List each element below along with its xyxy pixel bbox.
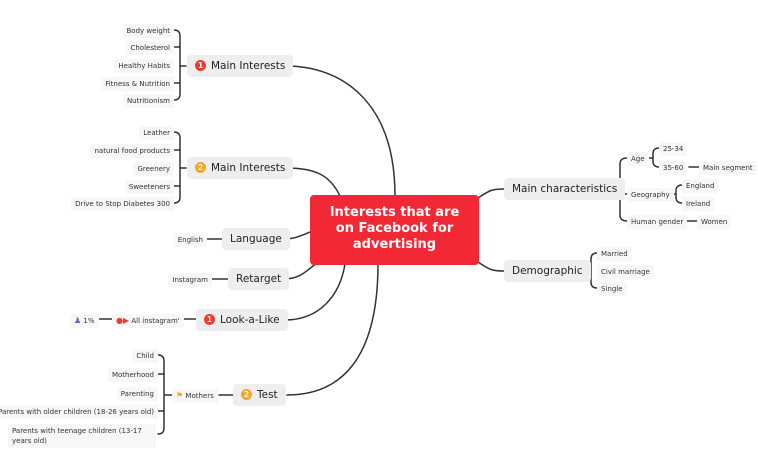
- leaf-instagram[interactable]: Instagram: [168, 273, 212, 287]
- leaf-civil-marriage[interactable]: Civil marriage: [597, 265, 654, 279]
- priority-2-icon: 2: [195, 161, 206, 173]
- leaf-body-weight[interactable]: Body weight: [122, 24, 174, 38]
- priority-flag-icon: ●▶: [116, 316, 130, 325]
- priority-1-icon: 1: [204, 313, 215, 325]
- leaf-greenery[interactable]: Greenery: [133, 162, 174, 176]
- language-label: Language: [230, 233, 282, 245]
- leaf-child[interactable]: Child: [132, 349, 158, 363]
- leaf-married[interactable]: Married: [597, 247, 632, 261]
- leaf-fitness-nutrition[interactable]: Fitness & Nutrition: [101, 77, 174, 91]
- lookalike-label: Look-a-Like: [220, 314, 280, 326]
- leaf-age-35-60[interactable]: 35-60: [659, 161, 688, 175]
- priority-2-icon: 2: [241, 388, 252, 400]
- leaf-main-segment[interactable]: Main segment: [699, 161, 757, 175]
- leaf-single[interactable]: Single: [597, 282, 627, 296]
- leaf-nutritionism[interactable]: Nutritionism: [122, 94, 174, 108]
- leaf-healthy-habits[interactable]: Healthy Habits: [114, 59, 174, 73]
- demographic-node[interactable]: Demographic: [504, 260, 591, 282]
- leaf-sweeteners[interactable]: Sweeteners: [124, 180, 174, 194]
- main-characteristics-node[interactable]: Main characteristics: [504, 178, 626, 200]
- leaf-all-instagram[interactable]: ●▶ All instagram': [112, 314, 184, 328]
- leaf-human-gender[interactable]: Human gender: [627, 215, 688, 229]
- leaf-cholesterol[interactable]: Cholesterol: [126, 41, 174, 55]
- main-interests-1-label: Main Interests: [211, 60, 286, 72]
- leaf-english[interactable]: English: [173, 233, 207, 247]
- leaf-age[interactable]: Age: [627, 152, 649, 166]
- test-label: Test: [257, 389, 278, 401]
- leaf-age-25-34[interactable]: 25-34: [659, 142, 688, 156]
- central-topic-title: Interests that are on Facebook for adver…: [329, 205, 460, 252]
- flag-icon: ⚑: [176, 391, 184, 400]
- leaf-motherhood[interactable]: Motherhood: [107, 368, 158, 382]
- language-node[interactable]: Language: [222, 228, 290, 250]
- leaf-geography[interactable]: Geography: [627, 188, 674, 202]
- leaf-parents-teenage-children[interactable]: Parents with teenage children (13-17 yea…: [8, 424, 156, 448]
- demographic-label: Demographic: [512, 265, 583, 277]
- central-topic[interactable]: Interests that are on Facebook for adver…: [310, 195, 479, 265]
- retarget-label: Retarget: [236, 273, 282, 285]
- leaf-leather[interactable]: Leather: [139, 126, 174, 140]
- main-characteristics-label: Main characteristics: [512, 183, 618, 195]
- leaf-parents-older-children[interactable]: Parents with older children (18-26 years…: [0, 405, 158, 419]
- leaf-women[interactable]: Women: [697, 215, 732, 229]
- leaf-natural-food-products[interactable]: natural food products: [90, 144, 174, 158]
- priority-1-icon: 1: [195, 59, 206, 71]
- leaf-ireland[interactable]: Ireland: [682, 197, 715, 211]
- test-node[interactable]: 2 Test: [233, 384, 286, 406]
- leaf-mothers[interactable]: ⚑ Mothers: [172, 389, 218, 403]
- person-icon: ♟: [74, 316, 82, 325]
- main-interests-2-node[interactable]: 2 Main Interests: [187, 157, 294, 179]
- leaf-england[interactable]: England: [682, 179, 719, 193]
- leaf-drive-to-stop-diabetes[interactable]: Drive to Stop Diabetes 300: [71, 197, 174, 211]
- retarget-node[interactable]: Retarget: [228, 268, 290, 290]
- main-interests-2-label: Main Interests: [211, 162, 286, 174]
- leaf-lookalike-percent[interactable]: ♟ 1%: [70, 314, 99, 328]
- leaf-parenting[interactable]: Parenting: [116, 387, 158, 401]
- lookalike-node[interactable]: 1 Look-a-Like: [196, 309, 288, 331]
- main-interests-1-node[interactable]: 1 Main Interests: [187, 55, 294, 77]
